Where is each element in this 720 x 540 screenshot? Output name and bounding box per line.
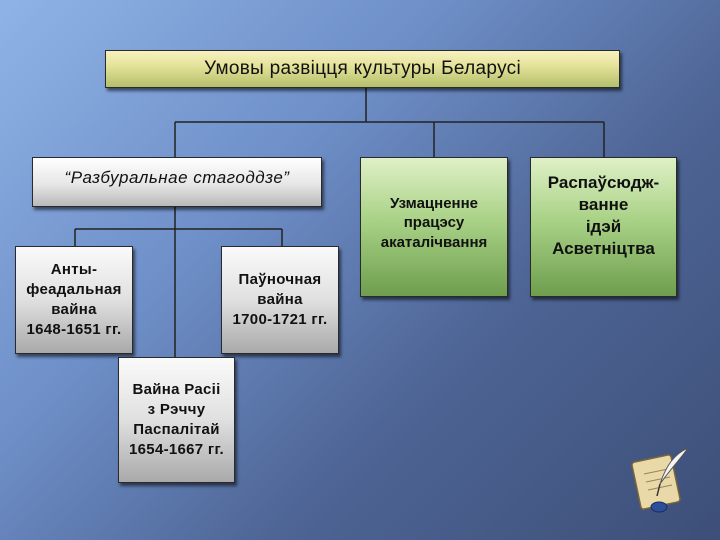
enlightenment-label: Распаўсюдж- ванне ідэй Асветніцтва: [548, 172, 659, 260]
war-label-russia: Вайна Расіі з Рэччу Паспалітай 1654-1667…: [129, 380, 224, 461]
era-box: “Разбуральнае стагоддзе”: [32, 157, 322, 207]
war-box-antifeudal: Анты- феадальная вайна 1648-1651 гг.: [15, 246, 133, 354]
title-box: Умовы развіцця культуры Беларусі: [105, 50, 620, 88]
catholicization-label: Узмацненне працэсу акаталічвання: [381, 194, 488, 253]
enlightenment-box: Распаўсюдж- ванне ідэй Асветніцтва: [530, 157, 677, 297]
war-label-northern: Паўночная вайна 1700-1721 гг.: [233, 270, 328, 331]
ink-pot: [651, 502, 667, 512]
catholicization-box: Узмацненне працэсу акаталічвання: [360, 157, 508, 297]
era-label: “Разбуральнае стагоддзе”: [65, 168, 290, 188]
war-box-northern: Паўночная вайна 1700-1721 гг.: [221, 246, 339, 354]
war-box-russia: Вайна Расіі з Рэччу Паспалітай 1654-1667…: [118, 357, 235, 483]
war-label-antifeudal: Анты- феадальная вайна 1648-1651 гг.: [26, 260, 121, 341]
quill-scroll-icon: [630, 444, 692, 516]
title-text: Умовы развіцця культуры Беларусі: [204, 58, 521, 80]
